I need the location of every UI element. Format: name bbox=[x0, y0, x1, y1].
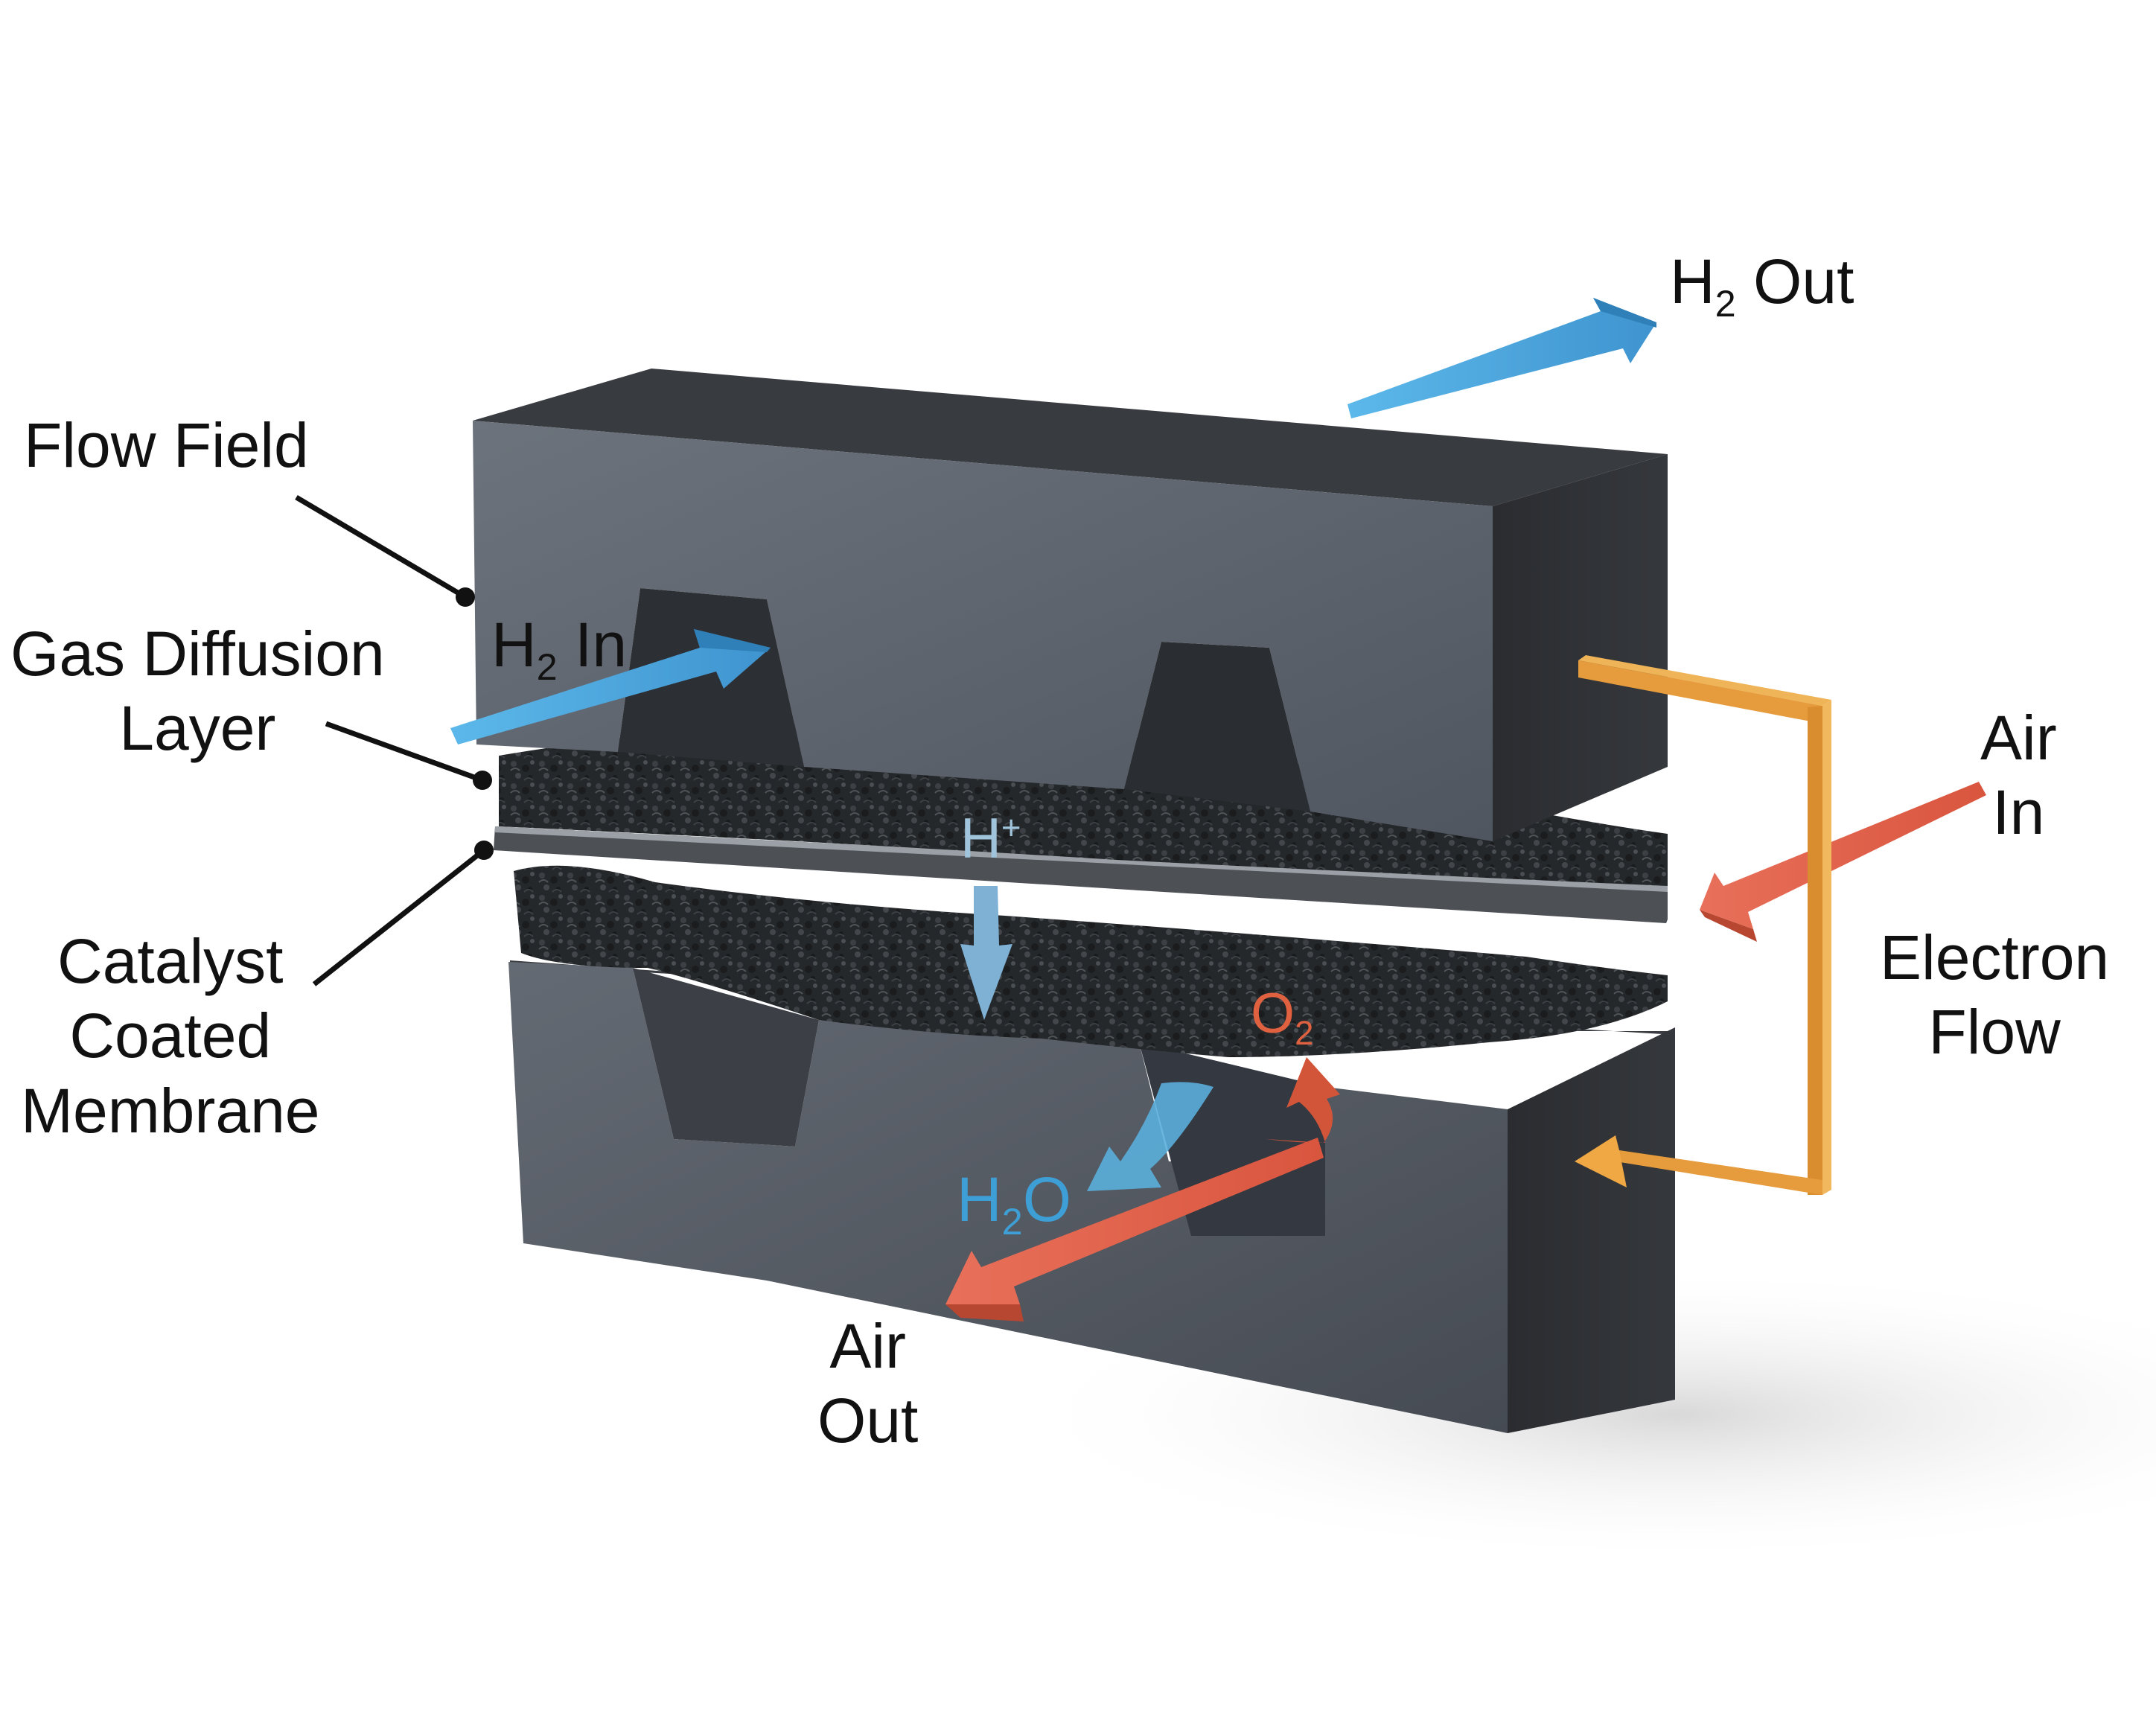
membrane-leader-dot bbox=[474, 841, 494, 860]
gas-diffusion-leader-line bbox=[325, 721, 484, 783]
flow-field-leader-line bbox=[295, 494, 467, 600]
h2o-o: O bbox=[1022, 1164, 1072, 1234]
catalyst-label-line3: Membrane bbox=[21, 1075, 320, 1146]
h-plus-arrow-icon bbox=[960, 886, 1012, 1020]
gas-diffusion-layer-label: Gas Diffusion Layer bbox=[10, 619, 385, 763]
catalyst-label-line2: Coated bbox=[69, 1001, 272, 1071]
air-in-label: Air In bbox=[1980, 704, 2057, 847]
h2-out-arrow-icon bbox=[1348, 298, 1656, 418]
air-out-label: Air Out bbox=[817, 1312, 918, 1455]
gas-diffusion-label-line2: Layer bbox=[119, 693, 276, 764]
top-channel-right bbox=[1124, 642, 1310, 812]
h2-out-label: H2 Out bbox=[1670, 246, 1854, 324]
electron-flow-arrow-icon bbox=[1575, 1135, 1627, 1187]
h2-out-text: Out bbox=[1753, 246, 1854, 316]
top-channel-left bbox=[618, 588, 804, 767]
bottom-channel-left bbox=[633, 968, 819, 1147]
h2-in-symbol: H bbox=[491, 610, 537, 680]
top-block-side bbox=[1493, 454, 1668, 841]
membrane-top-edge bbox=[495, 826, 1668, 892]
h2o-h: H bbox=[957, 1164, 1002, 1234]
air-out-arrow-icon bbox=[945, 1138, 1324, 1321]
air-in-line2: In bbox=[1992, 777, 2045, 848]
flow-field-leader-dot bbox=[456, 587, 475, 607]
gas-diffusion-label-line1: Gas Diffusion bbox=[10, 619, 385, 689]
h-plus-label: H+ bbox=[960, 808, 1021, 870]
air-in-arrow-icon bbox=[1700, 782, 1986, 942]
air-out-line1: Air bbox=[829, 1311, 907, 1381]
gas-diffusion-layer-lower bbox=[514, 865, 1668, 1057]
leader-lines bbox=[295, 494, 486, 986]
h2-in-subscript: 2 bbox=[536, 645, 558, 688]
air-in-line1: Air bbox=[1980, 703, 2057, 773]
o2-subscript: 2 bbox=[1295, 1013, 1314, 1052]
h-plus-symbol: H bbox=[960, 807, 1001, 870]
h2o-arrow-icon bbox=[1087, 1082, 1213, 1191]
h2-out-subscript: 2 bbox=[1715, 281, 1736, 325]
top-flow-field bbox=[473, 369, 1668, 841]
membrane-leader-line bbox=[312, 848, 486, 986]
h-plus-superscript: + bbox=[1001, 808, 1021, 846]
h2-in-label: H2 In bbox=[491, 610, 628, 687]
flow-field-label-text: Flow Field bbox=[24, 410, 309, 480]
bottom-block-front bbox=[508, 962, 1508, 1433]
catalyst-coated-membrane-label: Catalyst Coated Membrane bbox=[21, 926, 320, 1146]
o2-arrow-icon bbox=[1266, 1057, 1340, 1143]
bottom-block-side bbox=[1508, 1027, 1675, 1433]
gas-diffusion-leader-dot bbox=[473, 771, 492, 790]
electron-flow-line2: Flow bbox=[1928, 997, 2061, 1068]
h2-in-arrow-icon bbox=[450, 629, 771, 744]
h2o-subscript: 2 bbox=[1001, 1199, 1023, 1243]
o2-label: O2 bbox=[1251, 982, 1313, 1052]
top-block-top bbox=[473, 369, 1668, 506]
o2-symbol: O bbox=[1251, 982, 1295, 1045]
electron-flow-wire bbox=[1575, 655, 1831, 1195]
h2-out-symbol: H bbox=[1670, 246, 1715, 316]
flow-field-label: Flow Field bbox=[24, 411, 309, 479]
top-block-front bbox=[473, 421, 1493, 841]
catalyst-label-line1: Catalyst bbox=[57, 926, 284, 996]
catalyst-coated-membrane bbox=[494, 826, 1668, 923]
h2-in-text: In bbox=[575, 610, 628, 680]
electron-flow-label: Electron Flow bbox=[1880, 923, 2109, 1067]
air-out-line2: Out bbox=[817, 1386, 919, 1456]
electron-flow-line1: Electron bbox=[1880, 922, 2110, 992]
h2o-label: H2O bbox=[957, 1164, 1072, 1242]
